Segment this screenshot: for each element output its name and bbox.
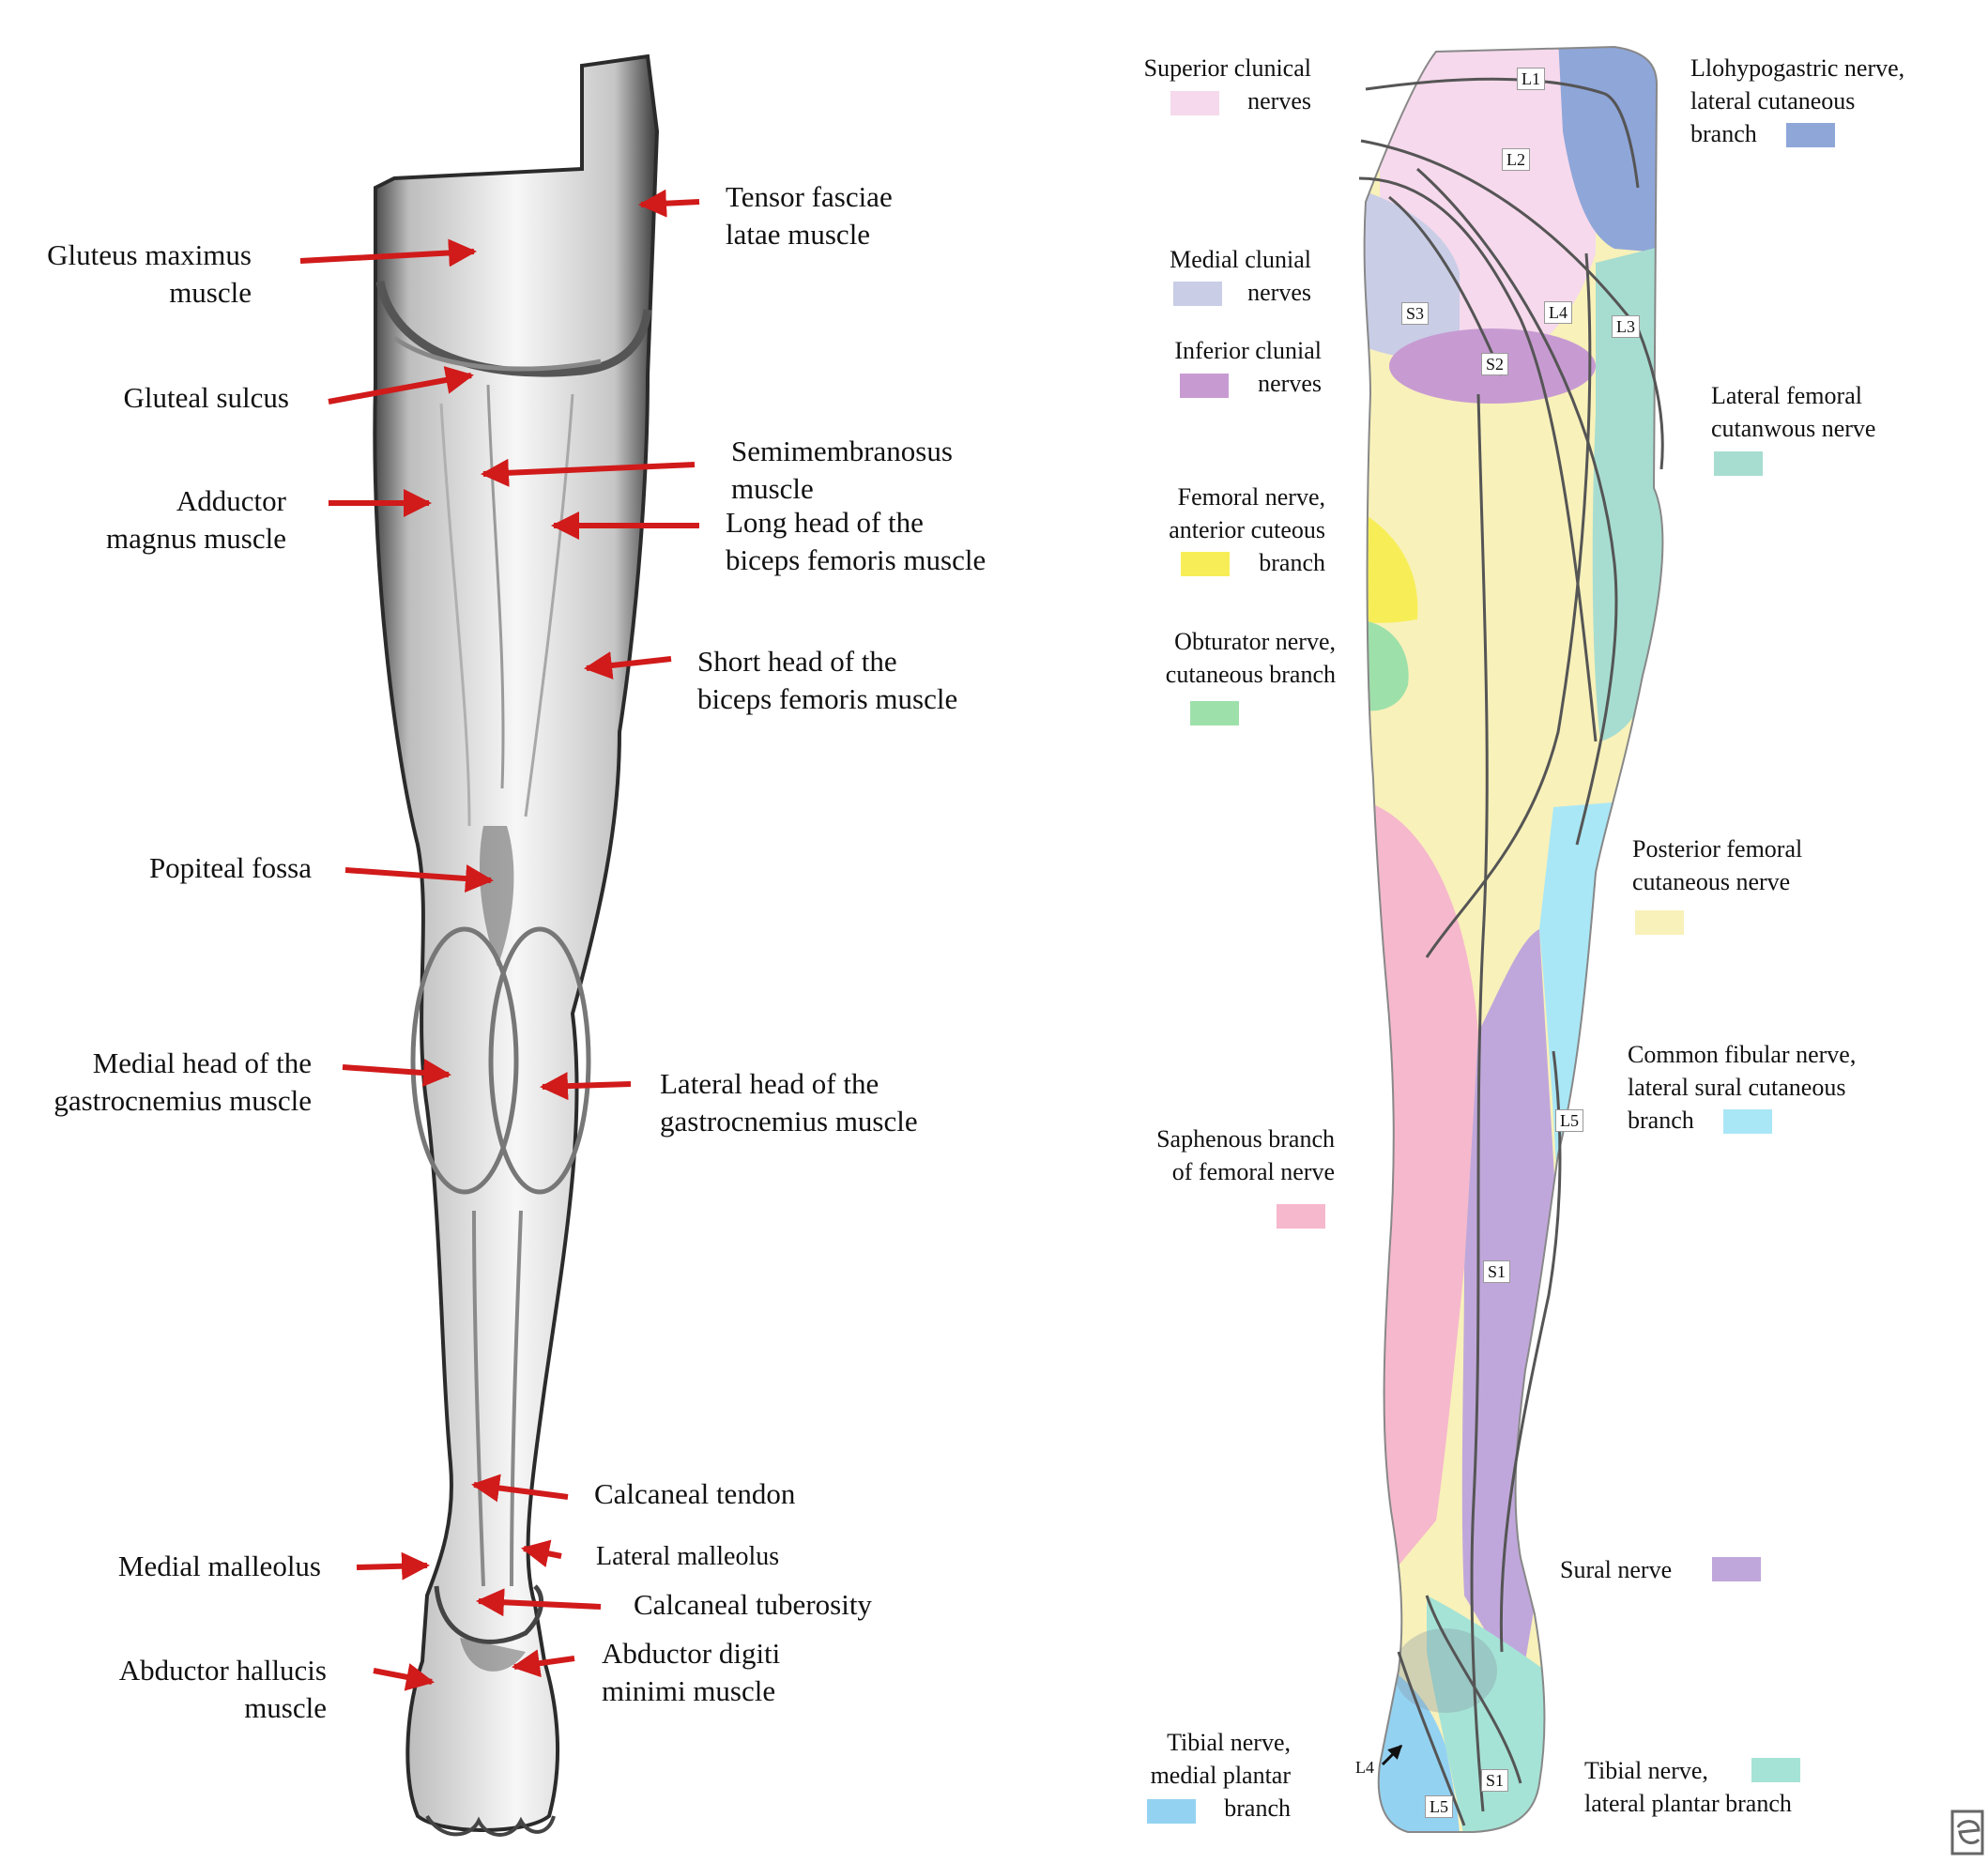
label-calcaneal-tendon: Calcaneal tendon bbox=[594, 1477, 796, 1510]
segment-s1-foot: S1 bbox=[1481, 1769, 1509, 1792]
label-lateral-malleolus: Lateral malleolus bbox=[596, 1542, 780, 1571]
gluteal-region bbox=[375, 281, 652, 377]
zone-iliohypogastric bbox=[1558, 47, 1663, 253]
legend-sural: Sural nerve bbox=[1560, 1556, 1673, 1583]
segment-l1: L1 bbox=[1517, 68, 1545, 90]
legend-obturator: Obturator nerve,cutaneous branch bbox=[1165, 628, 1336, 688]
label-gluteal-sulcus: Gluteal sulcus bbox=[123, 381, 290, 414]
popliteal-shading bbox=[479, 826, 514, 967]
segment-s1: S1 bbox=[1483, 1260, 1511, 1283]
segment-l3: L3 bbox=[1612, 315, 1640, 338]
label-popiteal-fossa: Popiteal fossa bbox=[148, 851, 312, 884]
segment-s3: S3 bbox=[1401, 302, 1430, 325]
l4-pointer-arrow bbox=[1381, 1744, 1403, 1766]
label-arrows bbox=[299, 189, 700, 1691]
lateral-gastrocnemius-shape bbox=[488, 926, 591, 1195]
legend-swatches bbox=[1147, 91, 1835, 1824]
zone-medial-clunial bbox=[1364, 188, 1460, 366]
segment-l4: L4 bbox=[1544, 301, 1572, 324]
segment-l4-foot: L4 bbox=[1355, 1758, 1374, 1777]
legend-common-fibular: Common fibular nerve,lateral sural cutan… bbox=[1628, 1041, 1857, 1134]
segment-l2: L2 bbox=[1502, 148, 1530, 171]
medial-gastrocnemius-shape bbox=[410, 926, 519, 1195]
label-calcaneal-tuberosity: Calcaneal tuberosity bbox=[634, 1588, 872, 1621]
segment-s2: S2 bbox=[1481, 353, 1509, 375]
segment-l5: L5 bbox=[1555, 1109, 1583, 1132]
heel-shape bbox=[434, 1584, 544, 1644]
legend-tibial-lateral: Tibial nerve,lateral plantar branch bbox=[1584, 1757, 1792, 1817]
label-medial-malleolus: Medial malleolus bbox=[117, 1550, 321, 1582]
segment-l5-foot: L5 bbox=[1425, 1795, 1453, 1818]
publisher-logo-icon bbox=[1950, 1810, 1984, 1855]
